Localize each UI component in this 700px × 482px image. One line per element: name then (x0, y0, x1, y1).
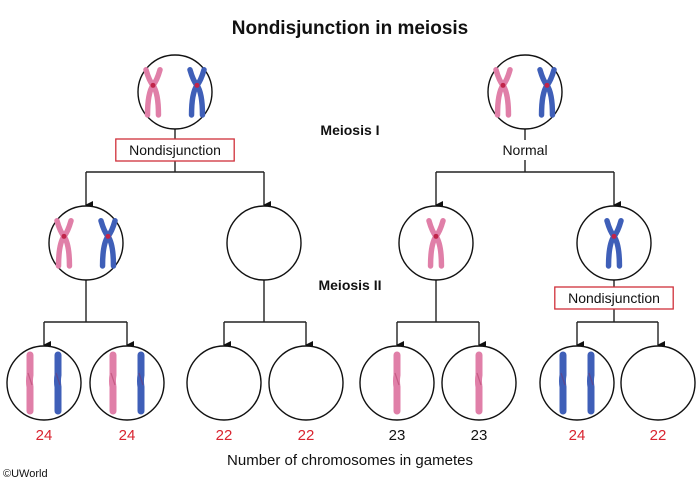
right-daughter-cell-1 (398, 205, 474, 281)
chromatid-twist (138, 372, 144, 386)
chromatid-twist (476, 372, 482, 386)
cell-membrane (268, 345, 344, 421)
event-label-background (497, 140, 553, 160)
chromatid (587, 351, 595, 415)
centromere (500, 82, 506, 88)
gamete-chromosome-count: 24 (36, 427, 53, 444)
cell-membrane (539, 345, 615, 421)
paternal-chromatid (54, 351, 62, 415)
paternal-chromatid (587, 351, 595, 415)
event-label-box (115, 138, 235, 162)
centromere (611, 233, 617, 239)
event-label-text: Nondisjunction (568, 290, 660, 306)
left-meiosis1-event: Nondisjunction (115, 138, 235, 162)
maternal-chromatid (393, 351, 401, 415)
maternal-duplicated-chromosome (143, 66, 163, 118)
cell-membrane (620, 345, 696, 421)
paternal-duplicated-chromosome (604, 217, 624, 269)
event-label-text: Nondisjunction (129, 142, 221, 158)
right-meiosis2-event-2: Nondisjunction (554, 286, 674, 310)
copyright-notice: ©UWorld (3, 468, 48, 480)
chromatid (393, 351, 401, 415)
gamete-chromosome-count: 23 (471, 427, 488, 444)
maternal-chromatid (26, 351, 34, 415)
gamete-cell (89, 345, 165, 421)
maternal-duplicated-chromosome (54, 217, 74, 269)
chromatid (559, 351, 567, 415)
paternal-duplicated-chromosome (187, 66, 207, 118)
centromere (105, 233, 111, 239)
gamete-cell (6, 345, 82, 421)
gamete-chromosome-count: 24 (569, 427, 586, 444)
cell-membrane (576, 205, 652, 281)
maternal-chromatid (475, 351, 483, 415)
centromere (194, 82, 200, 88)
chromatid-twist (110, 372, 116, 386)
gamete-count-caption: Number of chromosomes in gametes (227, 452, 473, 469)
paternal-chromatid (137, 351, 145, 415)
gamete-cell (268, 345, 344, 421)
centromere (433, 233, 439, 239)
gamete-chromosome-count: 24 (119, 427, 136, 444)
right-daughter-cell-2 (576, 205, 652, 281)
meiosis-1-label: Meiosis I (320, 122, 379, 138)
chromatid (475, 351, 483, 415)
chromatid (109, 351, 117, 415)
event-label-text: Normal (502, 142, 547, 158)
chromatid-twist (560, 372, 566, 386)
cell-membrane (398, 205, 474, 281)
gamete-cell (359, 345, 435, 421)
centromere (150, 82, 156, 88)
cell-membrane (89, 345, 165, 421)
gamete-chromosome-count: 22 (650, 427, 667, 444)
gamete-cell (186, 345, 262, 421)
left-daughter-cell-1 (48, 205, 124, 281)
paternal-duplicated-chromosome (98, 217, 118, 269)
chromatid-twist (394, 372, 400, 386)
event-label-box (554, 286, 674, 310)
paternal-duplicated-chromosome (537, 66, 557, 118)
right-meiosis1-event: Normal (497, 140, 553, 160)
chromatid (26, 351, 34, 415)
centromere (544, 82, 550, 88)
left-parent-cell (137, 54, 213, 130)
gamete-cell (441, 345, 517, 421)
diagram-title: Nondisjunction in meiosis (232, 18, 468, 39)
cell-membrane (6, 345, 82, 421)
gamete-chromosome-count: 22 (216, 427, 233, 444)
cell-membrane (226, 205, 302, 281)
chromatid-twist (588, 372, 594, 386)
event-labels: Nondisjunction 24 24 22 22 Normal 23 23 Nondisju… (36, 138, 674, 444)
centromere (61, 233, 67, 239)
maternal-chromatid (109, 351, 117, 415)
gamete-cell (620, 345, 696, 421)
chromatid (54, 351, 62, 415)
maternal-duplicated-chromosome (493, 66, 513, 118)
cells (6, 54, 696, 421)
gamete-cell (539, 345, 615, 421)
cell-membrane (186, 345, 262, 421)
chromatid (137, 351, 145, 415)
maternal-duplicated-chromosome (426, 217, 446, 269)
gamete-chromosome-count: 23 (389, 427, 406, 444)
meiosis-2-label: Meiosis II (318, 277, 381, 293)
chromatid-twist (55, 372, 61, 386)
paternal-chromatid (559, 351, 567, 415)
gamete-chromosome-count: 22 (298, 427, 315, 444)
chromatid-twist (27, 372, 33, 386)
right-parent-cell (487, 54, 563, 130)
left-daughter-cell-2 (226, 205, 302, 281)
